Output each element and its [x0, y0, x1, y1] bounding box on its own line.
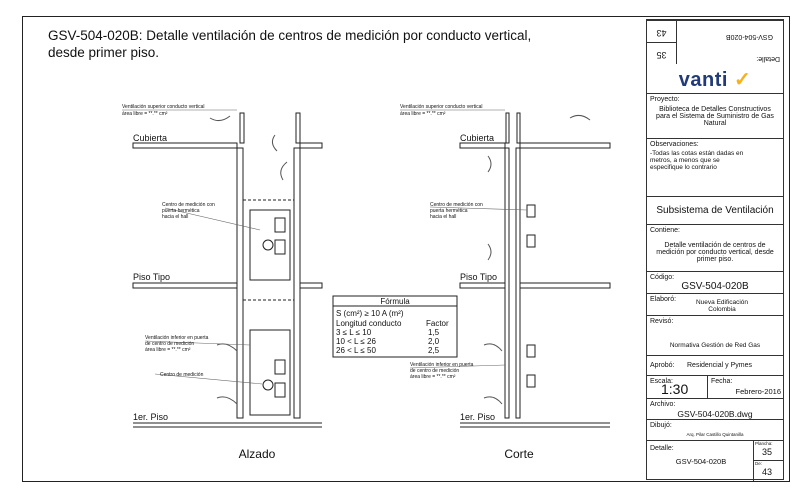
level-cubierta-alzado: Cubierta	[133, 133, 167, 143]
rotated-detalle: GSV-504-020B	[725, 33, 773, 40]
label-centro-medicion: Centro de medición	[160, 372, 204, 378]
archivo: GSV-504-020B.dwg	[677, 409, 753, 419]
level-piso-tipo-alzado: Piso Tipo	[133, 272, 170, 282]
codigo: GSV-504-020B	[681, 281, 749, 292]
label-centro-puerta: puerta hermética	[430, 208, 468, 214]
aprobo: Residencial y Pymes	[687, 362, 752, 369]
reviso: Normativa Gestión de Red Gas	[669, 342, 761, 349]
logo-row: vanti ✓	[647, 64, 783, 94]
detalle-label: Detalle:	[650, 445, 674, 452]
svg-text:2,5: 2,5	[428, 346, 440, 355]
svg-text:Longitud conducto: Longitud conducto	[336, 319, 402, 328]
svg-text:2,0: 2,0	[428, 337, 440, 346]
label-centro-puerta: puerta hermética	[162, 208, 200, 214]
contiene: Detalle ventilación de centros de medici…	[656, 242, 774, 263]
reviso-label: Revisó:	[650, 318, 674, 325]
elaboro: Nueva Edificación Colombia	[695, 299, 749, 313]
escala-label: Escala:	[650, 378, 673, 385]
formula-table: Fórmula S (cm²) ≥ 10 A (m²) Longitud con…	[336, 297, 449, 355]
dibujo-label: Dibujó:	[650, 422, 672, 429]
level-primer-piso-corte: 1er. Piso	[460, 412, 495, 422]
dibujo: Arq. Pilar Castillo Quintanilla	[686, 432, 744, 437]
plancha: 35	[762, 447, 773, 457]
caption-alzado: Alzado	[239, 447, 276, 461]
rotated-detail-box: 35 43 Detalle: GSV-504-020B	[647, 20, 783, 64]
alzado-duct	[236, 112, 301, 419]
svg-text:26 < L ≤ 50: 26 < L ≤ 50	[336, 346, 376, 355]
aprobo-label: Aprobó:	[650, 362, 675, 369]
label-vent-inferior: área libre = **.** cm²	[410, 374, 456, 380]
detalle: GSV-504-020B	[675, 457, 727, 466]
label-vent-inferior: de centro de medición	[145, 341, 194, 347]
label-vent-superior: Ventilación superior conducto vertical	[400, 104, 483, 110]
svg-text:Fórmula: Fórmula	[380, 297, 410, 306]
fecha: Febrero-2016	[735, 387, 781, 396]
alzado-slabs	[132, 142, 323, 428]
svg-text:S (cm²) ≥ 10 A (m²): S (cm²) ≥ 10 A (m²)	[336, 309, 404, 318]
level-piso-tipo-corte: Piso Tipo	[460, 272, 497, 282]
escala: 1:30	[661, 381, 689, 397]
svg-text:10 < L ≤ 26: 10 < L ≤ 26	[336, 337, 376, 346]
level-cubierta-corte: Cubierta	[460, 133, 494, 143]
fecha-label: Fecha:	[711, 378, 733, 385]
codigo-label: Código:	[650, 274, 675, 281]
vanti-logo: vanti ✓	[678, 69, 752, 91]
label-vent-superior: Ventilación superior conducto vertical	[122, 104, 205, 110]
title-block: 35 43 Detalle: GSV-504-020B vanti ✓ Proy…	[646, 19, 784, 481]
caption-corte: Corte	[504, 447, 534, 461]
label-centro-puerta: Centro de medición con	[430, 202, 483, 208]
label-centro-puerta: hacia el hall	[162, 214, 188, 220]
svg-text:3 ≤ L ≤ 10: 3 ≤ L ≤ 10	[336, 328, 372, 337]
elaboro-label: Elaboró:	[650, 296, 677, 303]
observaciones-label: Observaciones:	[650, 141, 699, 148]
contiene-label: Contiene:	[650, 227, 680, 234]
airflow-arrows	[209, 114, 591, 405]
rotated-detalle-label: Detalle:	[756, 55, 780, 62]
drawing-area: Cubierta Piso Tipo 1er. Piso Cubierta Pi…	[122, 104, 611, 461]
proyecto: Biblioteca de Detalles Constructivos par…	[656, 106, 774, 127]
proyecto-label: Proyecto:	[650, 96, 680, 103]
corte-duct	[504, 112, 536, 419]
label-vent-inferior: área libre = **.** cm²	[145, 347, 191, 353]
observaciones: -Todas las cotas están dadas en metros, …	[650, 150, 744, 171]
sheet-title: GSV-504-020B: Detalle ventilación de cen…	[48, 28, 532, 60]
label-vent-inferior: Ventilación inferior en puerta	[410, 362, 474, 368]
archivo-label: Archivo:	[650, 401, 676, 408]
svg-text:Factor: Factor	[426, 319, 449, 328]
label-vent-inferior: de centro de medición	[410, 368, 459, 374]
label-centro-puerta: Centro de medición con	[162, 202, 215, 208]
de-label: De:	[755, 461, 763, 466]
label-centro-puerta: hacia el hall	[430, 214, 456, 220]
label-vent-superior-area: área libre = **.** cm²	[122, 111, 168, 117]
plancha-label: Plancha:	[755, 441, 773, 446]
label-vent-inferior: Ventilación inferior en puerta	[145, 335, 209, 341]
de: 43	[762, 467, 773, 477]
formula-box	[332, 295, 458, 358]
label-vent-superior-area: área libre = **.** cm²	[400, 111, 446, 117]
sheet-frame	[22, 16, 790, 482]
rotated-plancha: 35	[656, 50, 667, 60]
rotated-de: 43	[656, 28, 667, 39]
svg-text:1,5: 1,5	[428, 328, 440, 337]
subsistema: Subsistema de Ventilación	[656, 205, 774, 216]
level-primer-piso-alzado: 1er. Piso	[133, 412, 168, 422]
